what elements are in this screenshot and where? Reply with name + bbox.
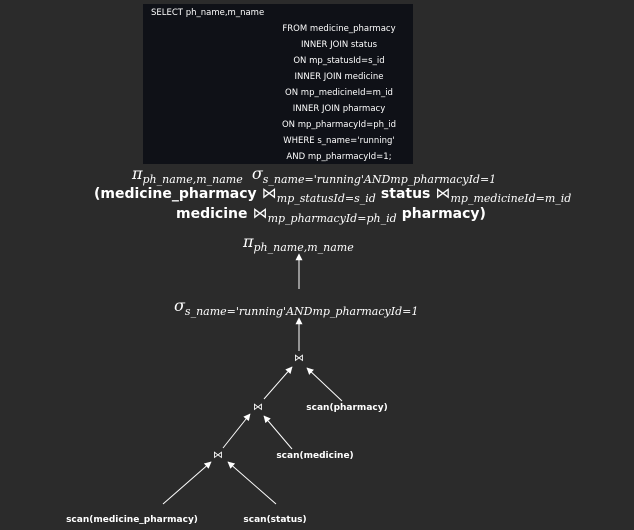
projection-symbol: π: [243, 232, 254, 251]
tree-projection-node: πph_name,m_name: [243, 232, 354, 254]
scan-medicine-pharmacy-node: scan(medicine_pharmacy): [66, 515, 198, 525]
sql-line: INNER JOIN status: [300, 40, 378, 50]
sql-query-block: SELECT ph_name,m_name FROM medicine_phar…: [143, 4, 413, 164]
tree-edge: [263, 366, 293, 400]
join-symbol: ⋈: [252, 204, 268, 222]
projection-symbol: π: [132, 164, 143, 183]
relation-pharmacy: pharmacy): [401, 206, 486, 222]
sql-line: ON mp_statusId=s_id: [293, 56, 385, 66]
relation-medicine-pharmacy: (medicine_pharmacy: [94, 186, 257, 202]
sql-line: WHERE s_name='running': [283, 136, 395, 146]
sql-line: ON mp_medicineId=m_id: [285, 88, 393, 98]
sql-line: INNER JOIN pharmacy: [292, 104, 386, 114]
scan-status-node: scan(status): [243, 515, 307, 525]
projection-subscript: ph_name,m_name: [253, 241, 354, 254]
tree-edge: [222, 413, 251, 449]
join-condition: mp_statusId=s_id: [276, 192, 376, 205]
tree-join-node-middle: ⋈: [253, 402, 263, 413]
relation-status: status: [380, 186, 431, 202]
selection-symbol: σ: [251, 164, 263, 183]
relation-medicine: medicine: [176, 206, 248, 222]
tree-join-node-bottom: ⋈: [213, 450, 223, 461]
tree-edge: [306, 367, 343, 402]
selection-subscript: s_name='running'ANDmp_pharmacyId=1: [262, 173, 497, 186]
sql-line: FROM medicine_pharmacy: [282, 24, 396, 34]
join-condition: mp_medicineId=m_id: [450, 192, 572, 205]
algebra-line-3: medicine ⋈mp_pharmacyId=ph_id pharmacy): [176, 203, 486, 225]
algebra-line-2: (medicine_pharmacy ⋈mp_statusId=s_id sta…: [94, 183, 571, 205]
tree-edge: [162, 461, 212, 505]
tree-selection-node: σs_name='running'ANDmp_pharmacyId=1: [174, 296, 418, 318]
projection-subscript: ph_name,m_name: [142, 173, 243, 186]
selection-symbol: σ: [174, 296, 185, 315]
tree-edge: [263, 415, 293, 450]
scan-medicine-node: scan(medicine): [276, 451, 354, 461]
join-symbol: ⋈: [435, 184, 451, 202]
scan-pharmacy-node: scan(pharmacy): [306, 403, 388, 413]
tree-edge: [227, 461, 277, 505]
tree-join-node-top: ⋈: [294, 353, 304, 364]
sql-line: SELECT ph_name,m_name: [151, 8, 265, 18]
algebra-line-1: πph_name,m_name σs_name='running'ANDmp_p…: [132, 164, 496, 186]
sql-line: INNER JOIN medicine: [294, 72, 384, 82]
selection-subscript: s_name='running'ANDmp_pharmacyId=1: [184, 305, 419, 318]
sql-line: AND mp_pharmacyId=1;: [286, 152, 392, 162]
join-condition: mp_pharmacyId=ph_id: [267, 212, 397, 225]
sql-line: ON mp_pharmacyId=ph_id: [281, 120, 397, 130]
join-symbol: ⋈: [261, 184, 277, 202]
